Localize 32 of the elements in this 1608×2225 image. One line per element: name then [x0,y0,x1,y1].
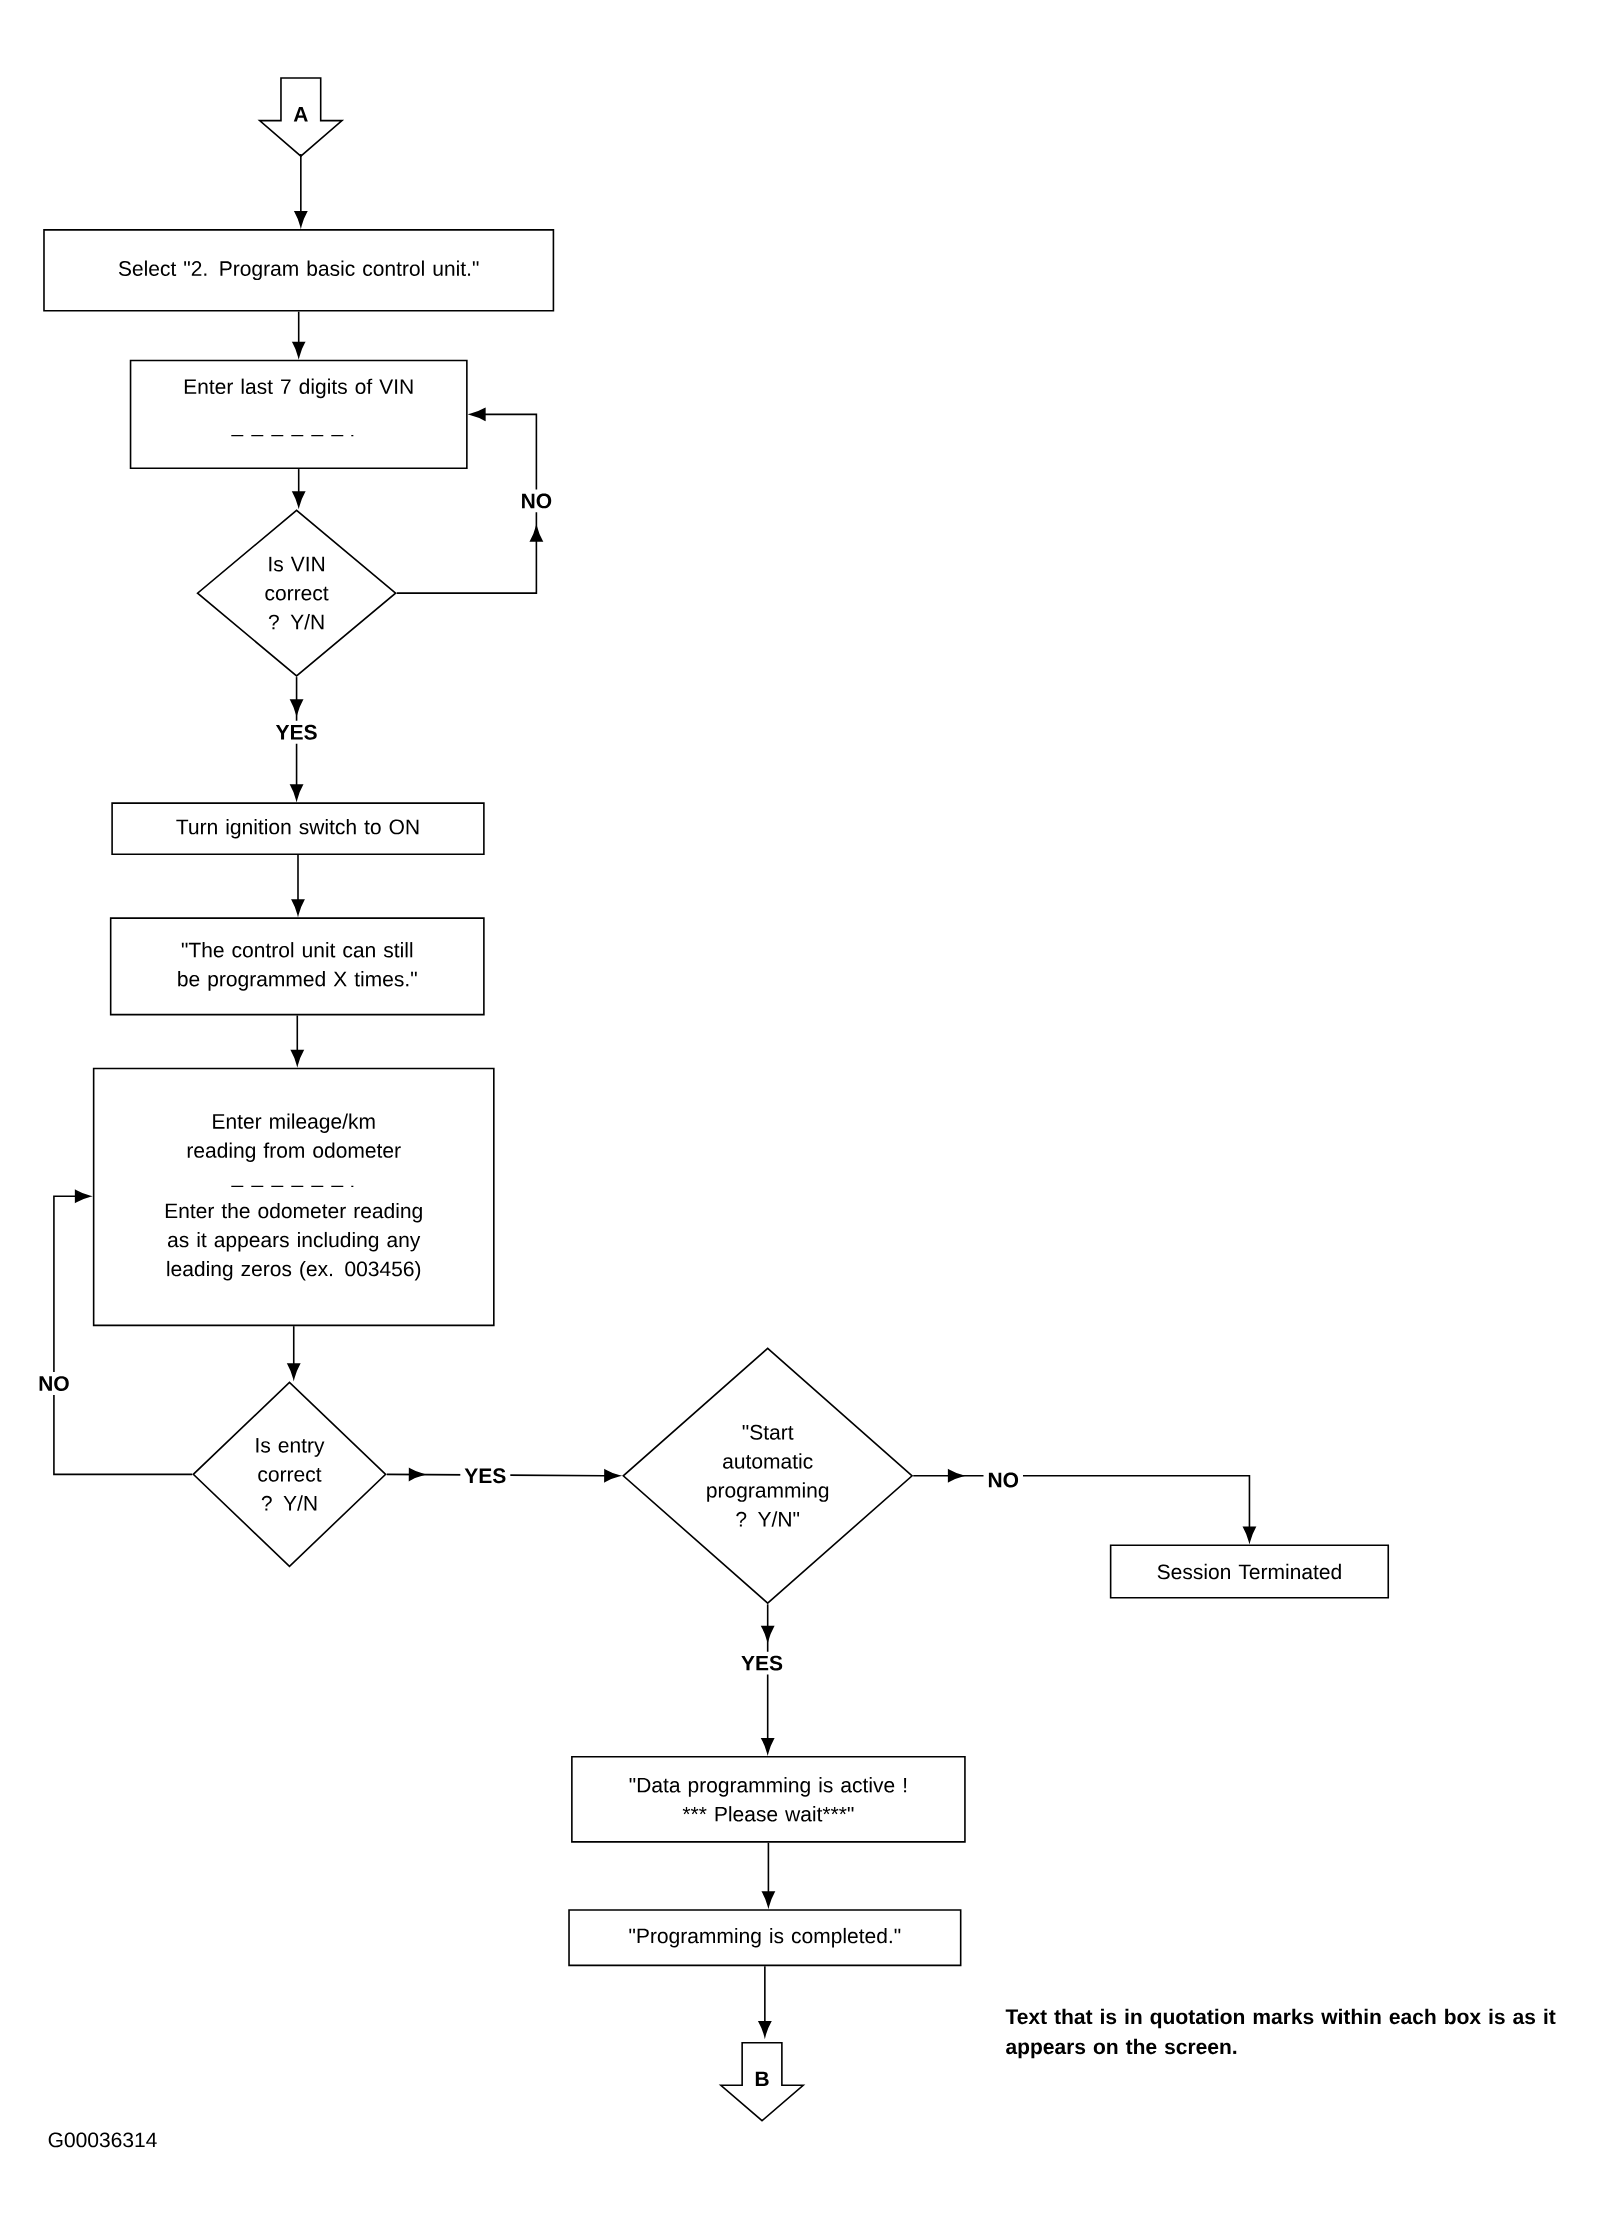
arrow [292,468,306,507]
edge-label: NO [516,489,557,513]
process-box: Enter last 7 digits of VIN [129,359,468,470]
arrow [291,1014,304,1066]
edge-label: YES [737,1651,788,1675]
arrow [287,1325,301,1379]
arrow [53,1189,194,1476]
arrow [758,1965,772,2037]
arrow [912,1469,1256,1543]
process-box: "The control unit can still be programmed X times." [110,917,485,1016]
process-box: Select "2. Program basic control unit." [43,229,555,312]
note: Text that is in quotation marks within each box is as it appears on the screen. [1005,2008,1556,2059]
figure-code: G00036314 [48,2132,157,2148]
arrow [292,310,306,358]
process-box: Session Terminated [1109,1544,1390,1599]
edge-label: NO [983,1468,1024,1492]
arrow [291,854,305,915]
off-page-connector: B [718,2041,806,2122]
process-box: "Programming is completed." [568,1909,962,1967]
arrow [762,1841,775,1907]
process-box: Turn ignition switch to ON [111,802,485,856]
edge-label: YES [271,720,322,744]
arrow [396,407,543,594]
off-page-connector: A [257,77,345,158]
edge-label: YES [460,1464,511,1488]
process-box: Enter mileage/km reading from odometer Enter the odometer reading as it appears including any leading zeros (ex. 003456) [93,1067,495,1327]
arrow [386,1468,620,1483]
edge-label: NO [34,1372,74,1395]
process-box: "Data programming is active ! *** Please wait***" [571,1755,966,1843]
arrow [290,676,304,800]
arrow [761,1603,775,1754]
arrow [294,153,308,227]
